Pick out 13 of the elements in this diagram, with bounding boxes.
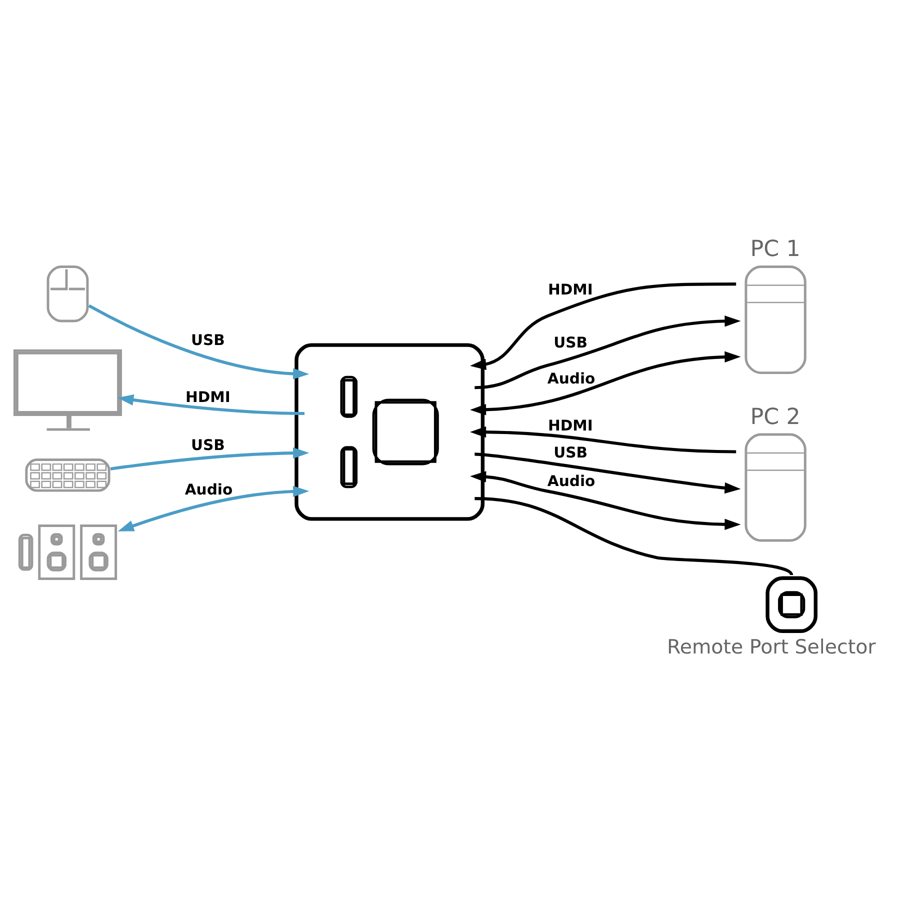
edge-label: Audio (547, 370, 596, 387)
edge-label: HDMI (548, 281, 593, 298)
node-label: PC 2 (750, 403, 800, 430)
node-label: Remote Port Selector (667, 635, 876, 658)
edge-label: Audio (184, 480, 233, 498)
edge-label: USB (554, 334, 588, 352)
edge-label: Audio (547, 472, 596, 490)
edge-label: USB (191, 332, 225, 349)
node-label: PC 1 (750, 236, 800, 262)
edge-label: USB (191, 436, 225, 454)
edge-label: HDMI (185, 388, 230, 406)
edge-label: HDMI (548, 416, 593, 434)
edge-label: USB (554, 444, 588, 461)
